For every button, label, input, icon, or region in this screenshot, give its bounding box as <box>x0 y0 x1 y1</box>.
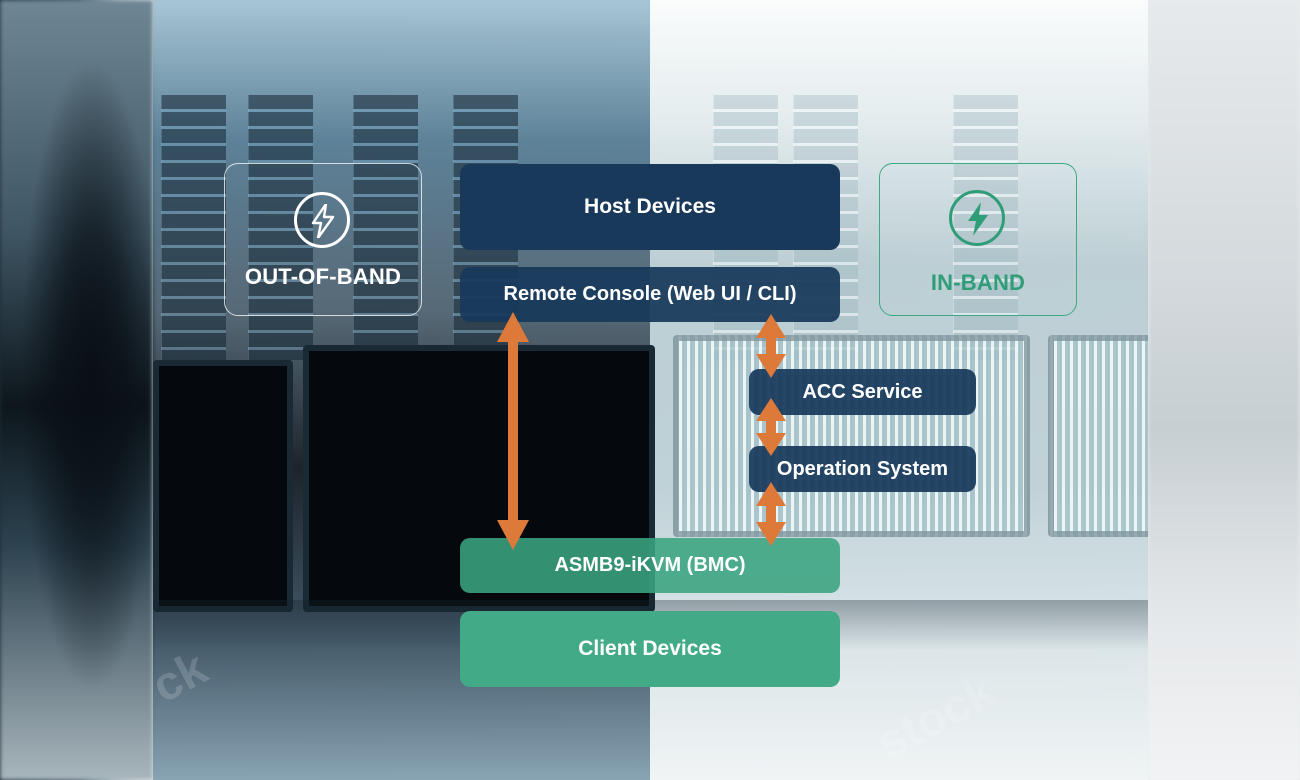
acc-service-box: ACC Service <box>749 369 976 415</box>
background-right-blur <box>1148 0 1300 780</box>
out-of-band-card: OUT-OF-BAND <box>224 163 422 316</box>
host-devices-box: Host Devices <box>460 164 840 250</box>
client-devices-box: Client Devices <box>460 611 840 687</box>
operation-system-box: Operation System <box>749 446 976 492</box>
in-band-card: IN-BAND <box>879 163 1077 316</box>
monitor <box>153 360 293 612</box>
monitor <box>673 335 1030 537</box>
server-rack <box>161 95 226 360</box>
in-band-label: IN-BAND <box>930 270 1026 295</box>
remote-console-box: Remote Console (Web UI / CLI) <box>460 267 840 322</box>
bmc-box: ASMB9-iKVM (BMC) <box>460 538 840 593</box>
monitor <box>1048 335 1148 537</box>
lightning-bolt-icon <box>294 192 350 248</box>
lightning-bolt-icon <box>949 190 1005 246</box>
out-of-band-label: OUT-OF-BAND <box>244 264 402 289</box>
background-left-blur <box>0 0 153 780</box>
